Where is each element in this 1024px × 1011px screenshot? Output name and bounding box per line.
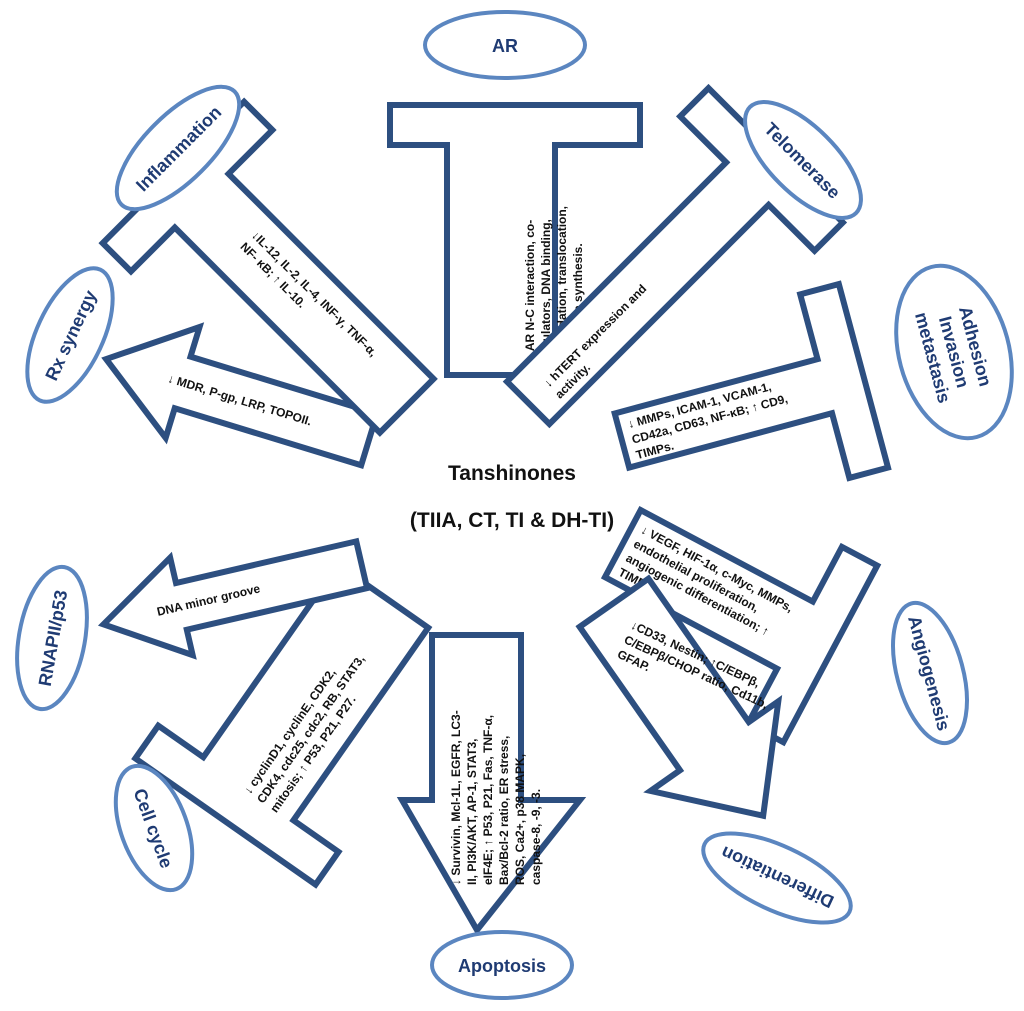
apoptosis-effect-2: II, PI3K/AKT, AP-1, STAT3, (465, 739, 479, 885)
ar-effect-1: ↓ AR N-C interaction, co- (523, 220, 537, 360)
telomerase-oval (743, 100, 863, 220)
rnapii-oval (15, 564, 89, 712)
apoptosis-arrow (396, 632, 587, 936)
cell-cycle-oval (113, 763, 195, 893)
apoptosis-effects: ↓ Survivin, Mcl-1L, EGFR, LC3- II, PI3K/… (449, 710, 543, 885)
apoptosis-effect-5: ROS, Ca2+, p38 MAPK, (513, 754, 527, 885)
ar-group: AR ↓ AR N-C interaction, co- regulators,… (387, 10, 643, 378)
adhesion-oval (894, 263, 1014, 441)
apoptosis-effect-1: ↓ Survivin, Mcl-1L, EGFR, LC3- (449, 710, 463, 885)
apoptosis-effect-4: Bax/Bcl-2 ratio, ER stress, (497, 736, 511, 885)
adhesion-t-arrow (611, 280, 892, 482)
apoptosis-label: Apoptosis (458, 956, 546, 976)
apoptosis-group: ↓ Survivin, Mcl-1L, EGFR, LC3- II, PI3K/… (396, 632, 587, 1000)
telomerase-t-arrow (502, 83, 848, 429)
angiogenesis-oval (891, 600, 969, 746)
cell-cycle-group: ↓ cyclinD1, cyclinE, CDK2, CDK4, cdc25, … (113, 560, 433, 893)
adhesion-group: ↓ MMPs, ICAM-1, VCAM-1, CD42a, CD63, NF-… (611, 263, 1014, 482)
differentiation-arrow (575, 574, 783, 820)
rnapii-arrow (97, 537, 371, 660)
cell-cycle-t-arrow (131, 560, 433, 889)
differentiation-oval (701, 831, 853, 925)
center-subtitle: (TIIA, CT, TI & DH-TI) (410, 509, 614, 532)
ar-effect-2: regulators, DNA binding, (539, 219, 553, 360)
rnapii-group: DNA minor groove RNAPII/p53 (15, 537, 371, 712)
apoptosis-effect-3: eIF4E; ↑ P53, P21, Fas, TNF-α, (481, 715, 495, 885)
ar-oval (423, 10, 587, 80)
ar-label: AR (492, 36, 518, 56)
rx-synergy-oval (25, 266, 115, 404)
rx-synergy-arrow (101, 322, 381, 470)
center-title: Tanshinones (448, 462, 576, 485)
apoptosis-oval (430, 930, 574, 1000)
apoptosis-effect-6: caspase-8, -9, -3. (529, 789, 543, 885)
rx-synergy-group: ↓ MDR, P-gp, LRP, TOPOII. Rx synergy (25, 266, 381, 470)
inflammation-oval (114, 84, 242, 212)
telomerase-group: ↓ hTERT expression and activity. Telomer… (502, 83, 863, 429)
